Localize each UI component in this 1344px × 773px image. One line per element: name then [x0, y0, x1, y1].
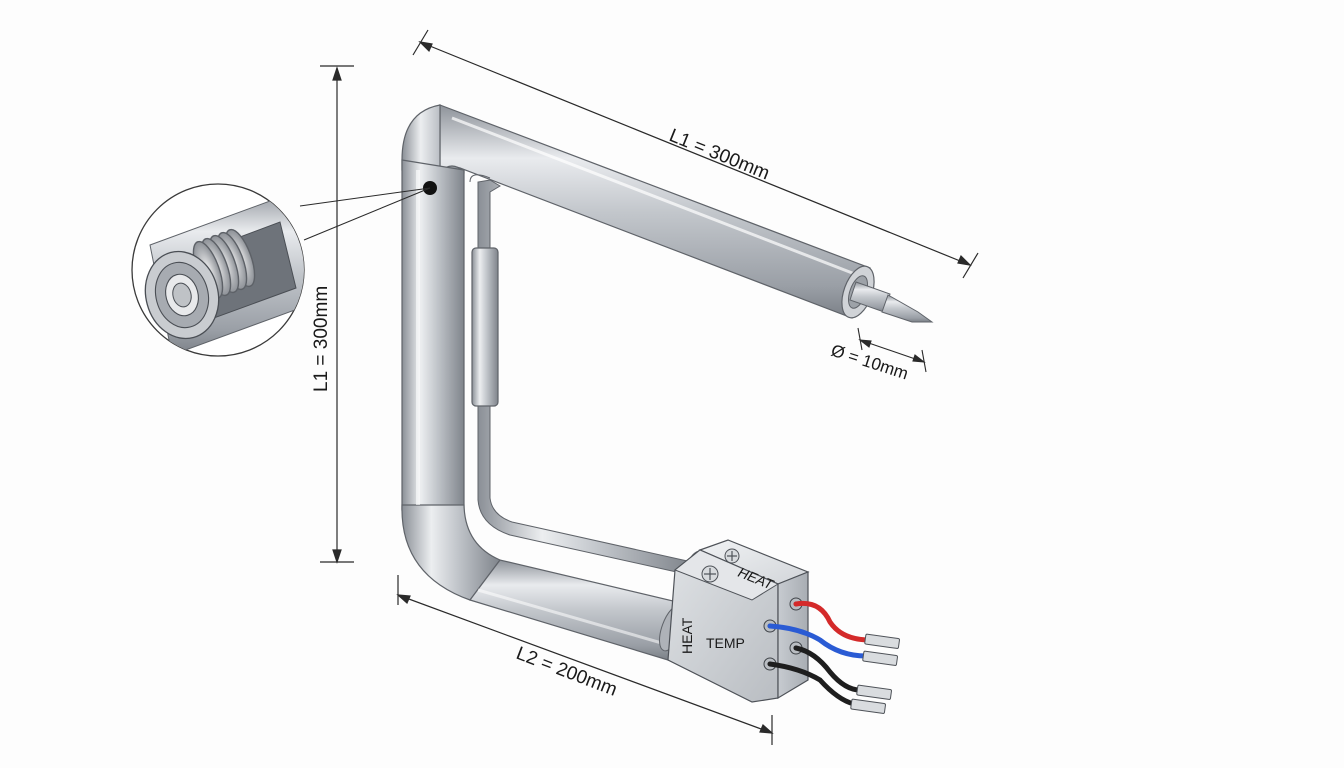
wire-red — [793, 600, 873, 643]
wire-black-lower — [767, 661, 857, 707]
wire-lugs — [850, 633, 900, 714]
sensor-sleeve — [471, 247, 499, 407]
cutaway-inset — [131, 183, 305, 357]
dimension-side-label: L1 = 300mm — [311, 286, 332, 392]
dimension-diameter — [857, 327, 927, 373]
wire-blue — [767, 623, 869, 659]
dimension-bottom-label: L2 = 200mm — [513, 643, 620, 701]
wires — [767, 600, 873, 707]
wire-black-upper — [793, 645, 863, 693]
detail-pointer — [299, 181, 437, 241]
screw-icon — [724, 548, 740, 564]
tube-tip — [841, 265, 934, 323]
tube-bottom-arm — [469, 559, 691, 661]
dimension-diameter-label: Ø = 10mm — [829, 341, 911, 384]
dimension-top-label: L1 = 300mm — [666, 125, 772, 184]
dimension-side — [320, 65, 354, 564]
dimension-top — [412, 29, 979, 279]
sensor-rod — [469, 174, 693, 576]
screw-icon — [701, 565, 719, 583]
heater-tube — [401, 104, 871, 661]
dimension-bottom — [396, 575, 774, 745]
heating-coil — [192, 228, 256, 300]
block-label-side: HEAT — [679, 617, 695, 654]
tube-end-face — [144, 250, 220, 340]
tube-vertical — [401, 159, 465, 511]
block-label-front: TEMP — [706, 635, 745, 651]
